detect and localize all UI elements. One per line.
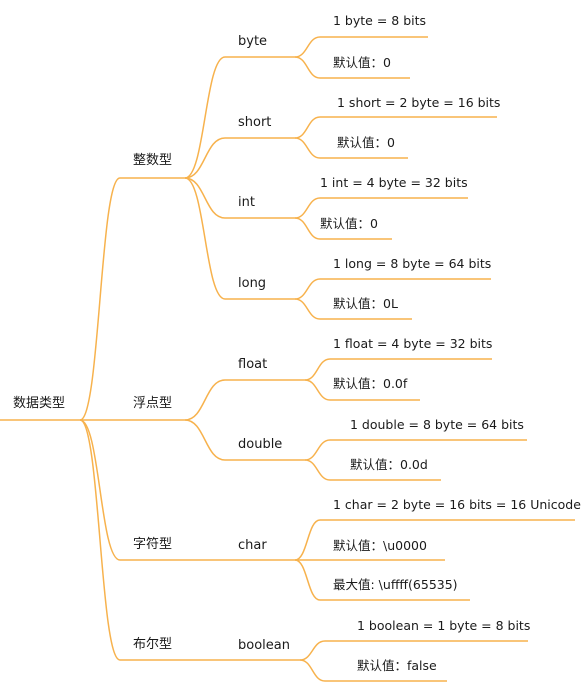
link-int-detail-1 (294, 217, 321, 240)
link-float-detail-1 (304, 379, 331, 401)
link-boolean-detail-0 (299, 640, 326, 661)
type-node-char: char (238, 538, 267, 553)
link-boolean-detail-1 (299, 659, 326, 682)
link-integer-byte (184, 56, 226, 179)
detail-int-size: 1 int = 4 byte = 32 bits (320, 175, 468, 190)
link-byte-detail-1 (294, 56, 321, 79)
link-long-detail-0 (294, 278, 321, 300)
detail-long-default: 默认值：0L (333, 296, 398, 311)
link-int-detail-0 (294, 197, 321, 219)
detail-double-default: 默认值：0.0d (350, 457, 428, 472)
link-double-detail-1 (304, 459, 331, 481)
detail-boolean-default: 默认值：false (357, 658, 437, 673)
type-node-short: short (238, 115, 272, 130)
detail-float-size: 1 float = 4 byte = 32 bits (333, 336, 493, 351)
detail-char-default: 默认值：\u0000 (333, 538, 427, 553)
detail-char-max: 最大值: \uffff(65535) (333, 577, 458, 592)
link-integer-short (184, 137, 226, 179)
type-node-boolean: boolean (238, 638, 290, 653)
link-short-detail-1 (294, 137, 321, 159)
link-integer-int (184, 177, 226, 219)
detail-char-size: 1 char = 2 byte = 16 bits = 16 Unicode (333, 497, 581, 512)
link-float-float (184, 379, 226, 421)
type-node-int: int (238, 195, 255, 210)
link-integer-long (184, 177, 226, 300)
detail-byte-default: 默认值：0 (333, 55, 391, 70)
link-root-integer (79, 177, 121, 421)
root-node-label: 数据类型 (13, 396, 66, 411)
link-root-char (79, 419, 121, 561)
link-long-detail-1 (294, 298, 321, 320)
detail-int-default: 默认值：0 (320, 216, 378, 231)
type-node-byte: byte (238, 34, 268, 49)
detail-double-size: 1 double = 8 byte = 64 bits (350, 417, 524, 432)
type-node-long: long (238, 276, 267, 291)
detail-byte-size: 1 byte = 8 bits (333, 13, 427, 28)
link-root-boolean (79, 419, 121, 661)
link-float-double (184, 419, 226, 461)
link-char-detail-2 (294, 559, 321, 601)
detail-float-default: 默认值：0.0f (333, 376, 408, 391)
detail-boolean-size: 1 boolean = 1 byte = 8 bits (357, 618, 531, 633)
detail-long-size: 1 long = 8 byte = 64 bits (333, 256, 492, 271)
group-node-boolean: 布尔型 (133, 637, 173, 652)
type-node-double: double (238, 437, 283, 452)
link-double-detail-0 (304, 439, 331, 461)
group-node-float: 浮点型 (133, 396, 173, 411)
link-short-detail-0 (294, 116, 321, 139)
link-char-detail-0 (294, 519, 321, 561)
type-node-float: float (238, 357, 268, 372)
link-float-detail-0 (304, 358, 331, 381)
group-node-char: 字符型 (133, 537, 173, 552)
group-node-integer: 整数型 (133, 153, 173, 168)
detail-short-default: 默认值：0 (337, 135, 395, 150)
link-byte-detail-0 (294, 36, 321, 58)
detail-short-size: 1 short = 2 byte = 16 bits (337, 95, 501, 110)
